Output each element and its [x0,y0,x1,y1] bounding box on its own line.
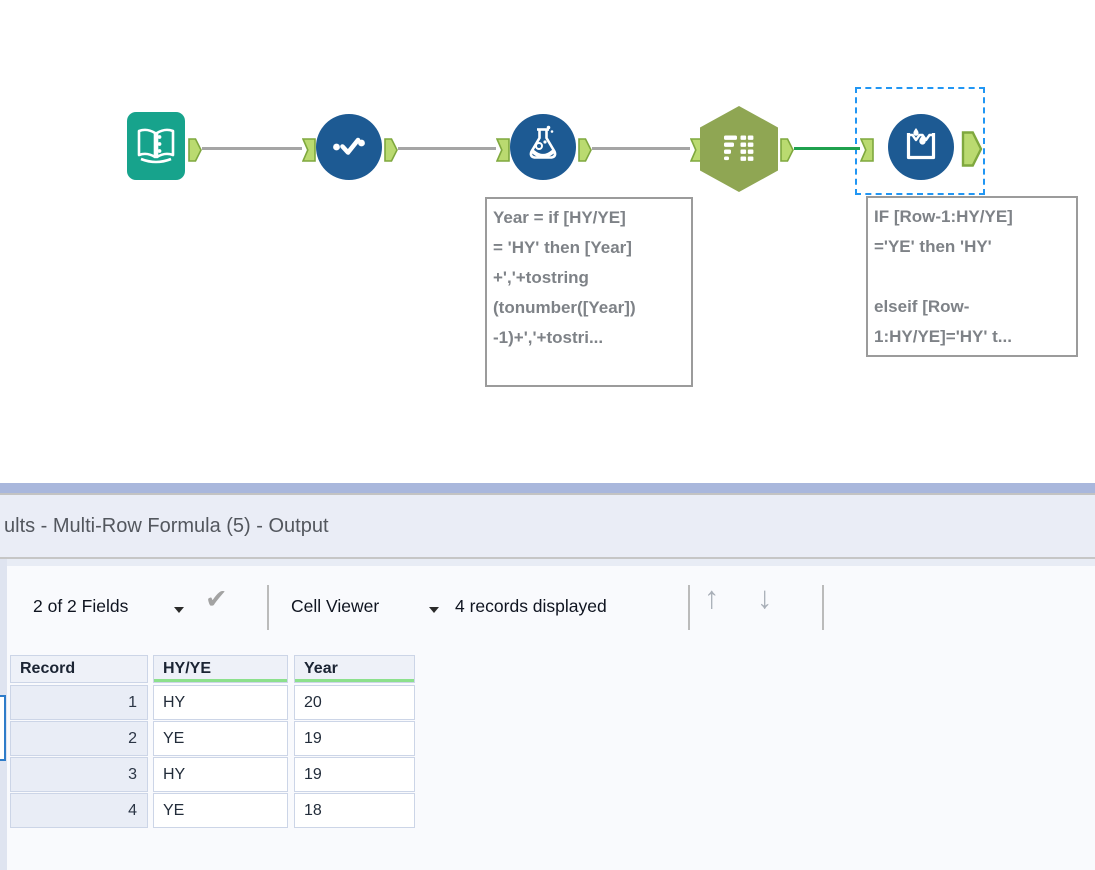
table-cell[interactable]: 2 [10,721,148,756]
column-header-year[interactable]: Year [294,655,415,683]
output-anchor[interactable] [188,138,202,167]
fields-dropdown[interactable]: 2 of 2 Fields [33,596,129,616]
chevron-down-icon[interactable] [174,607,184,613]
results-table: Record HY/YE Year 1 HY 20 2 YE 19 [10,655,415,829]
results-panel-substrip [0,559,1095,566]
table-cell[interactable]: 1 [10,685,148,720]
table-cell[interactable]: HY [153,685,288,720]
records-displayed-label: 4 records displayed [455,596,607,616]
formula-tool-annotation[interactable]: Year = if [HY/YE] = 'HY' then [Year] +',… [485,197,693,387]
input-data-tool[interactable] [127,112,185,180]
connection-line[interactable] [592,147,690,150]
table-cell[interactable]: 3 [10,757,148,792]
results-anchor-button[interactable] [0,695,6,761]
transform-tool[interactable] [700,106,778,192]
connection-line-selected[interactable] [794,147,860,150]
cell-viewer-dropdown[interactable]: Cell Viewer [291,596,380,616]
output-anchor[interactable] [780,138,794,167]
input-anchor[interactable] [495,138,510,167]
select-tool[interactable] [316,114,382,180]
up-arrow-icon[interactable]: ↑ [704,580,720,615]
results-panel-top-bar[interactable] [0,483,1095,493]
table-cell[interactable]: 18 [294,793,415,828]
multi-row-formula-tool[interactable] [888,114,954,180]
select-check-icon [325,121,373,174]
results-panel-title: ults - Multi-Row Formula (5) - Output [4,515,329,537]
formula-flask-icon [519,121,567,174]
divider [0,493,1095,495]
checkmark-icon[interactable]: ✔ [205,584,228,614]
column-header-label: Year [304,660,338,677]
input-data-book-icon [132,120,180,173]
results-panel-titlebar [0,495,1095,557]
tool-selection-box [855,87,985,195]
table-header-row: Record HY/YE Year [10,655,415,683]
divider [0,557,1095,559]
table-row: 3 HY 19 [10,757,415,792]
input-anchor[interactable] [859,138,874,167]
table-row: 2 YE 19 [10,721,415,756]
down-arrow-icon[interactable]: ↓ [757,580,773,615]
table-cell[interactable]: HY [153,757,288,792]
modified-column-indicator [295,679,414,682]
formula-tool[interactable] [510,114,576,180]
transform-list-grid-icon [715,123,763,176]
column-header-label: HY/YE [163,660,212,677]
table-cell[interactable]: 19 [294,757,415,792]
chevron-down-icon[interactable] [429,607,439,613]
multi-row-formula-annotation[interactable]: IF [Row-1:HY/YE] ='YE' then 'HY' elseif … [866,196,1078,357]
modified-column-indicator [154,679,287,682]
output-anchor[interactable] [578,138,592,167]
connection-line[interactable] [398,147,496,150]
toolbar-separator [267,585,269,630]
multi-row-formula-drops-icon [897,121,945,174]
connection-line[interactable] [202,147,302,150]
input-anchor[interactable] [301,138,316,167]
table-cell[interactable]: 4 [10,793,148,828]
table-cell[interactable]: YE [153,793,288,828]
table-row: 4 YE 18 [10,793,415,828]
toolbar-separator [822,585,824,630]
toolbar-separator [688,585,690,630]
column-header-record[interactable]: Record [10,655,148,683]
output-anchor[interactable] [960,131,984,172]
column-header-hyye[interactable]: HY/YE [153,655,288,683]
table-cell[interactable]: 19 [294,721,415,756]
table-cell[interactable]: YE [153,721,288,756]
table-cell[interactable]: 20 [294,685,415,720]
output-anchor[interactable] [384,138,398,167]
table-row: 1 HY 20 [10,685,415,720]
